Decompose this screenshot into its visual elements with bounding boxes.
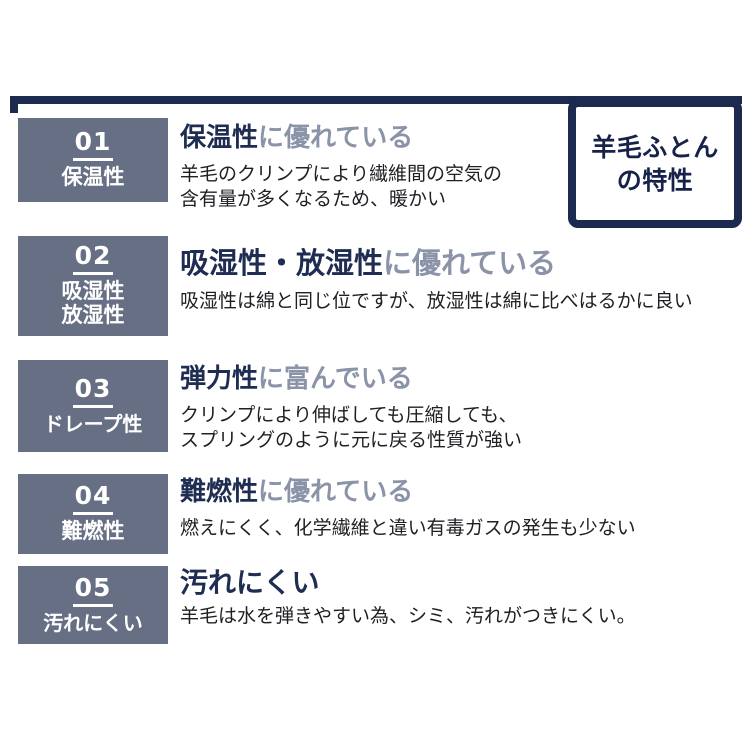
feature-heading-sub-2: に優れている — [383, 246, 557, 280]
feature-content-5: 汚れにくい 羊毛は水を弾きやすい為、シミ、汚れがつきにくい。 — [180, 566, 744, 629]
feature-heading-sub-4: に優れている — [258, 477, 414, 507]
title-line-1: 羊毛ふとん — [591, 132, 719, 162]
feature-heading-2: 吸湿性・放湿性に優れている — [180, 246, 744, 280]
feature-desc-4-line1: 燃えにくく、化学繊維と違い有毒ガスの発生も少ない — [180, 516, 636, 539]
feature-number-4: 04 — [72, 483, 114, 516]
top-divider-left-stub — [10, 96, 18, 113]
feature-badge-label-4-line1: 難燃性 — [61, 519, 125, 544]
feature-badge-5: 05 汚れにくい — [18, 566, 168, 644]
title-box: 羊毛ふとん の特性 — [568, 99, 742, 228]
feature-content-3: 弾力性に富んでいる クリンプにより伸ばしても圧縮しても、 スプリングのように元に… — [180, 364, 744, 453]
feature-content-4: 難燃性に優れている 燃えにくく、化学繊維と違い有毒ガスの発生も少ない — [180, 477, 744, 541]
feature-desc-3: クリンプにより伸ばしても圧縮しても、 スプリングのように元に戻る性質が強い — [180, 403, 744, 454]
feature-desc-3-line2: スプリングのように元に戻る性質が強い — [180, 428, 523, 451]
feature-badge-4: 04 難燃性 — [18, 474, 168, 554]
feature-number-1: 01 — [72, 129, 114, 162]
feature-badge-label-2: 吸湿性 放湿性 — [61, 279, 125, 328]
feature-heading-3: 弾力性に富んでいる — [180, 364, 744, 395]
feature-number-3: 03 — [72, 375, 114, 408]
feature-desc-3-line1: クリンプにより伸ばしても圧縮しても、 — [180, 403, 518, 426]
feature-badge-2: 02 吸湿性 放湿性 — [18, 236, 168, 336]
feature-heading-main-1: 保温性 — [180, 123, 259, 153]
feature-badge-label-3-line1: ドレープ性 — [43, 411, 143, 436]
feature-desc-2-line1: 吸湿性は綿と同じ位ですが、放湿性は綿に比べはるかに良い — [180, 290, 693, 313]
feature-badge-1: 01 保温性 — [18, 118, 168, 202]
feature-desc-1: 羊毛のクリンプにより繊維間の空気の 含有量が多くなるため、暖かい — [180, 162, 744, 213]
feature-heading-main-5: 汚れにくい — [180, 566, 320, 599]
feature-badge-label-2-line2: 放湿性 — [61, 303, 125, 327]
feature-heading-sub-1: に優れている — [258, 123, 414, 153]
feature-content-1: 保温性に優れている 羊毛のクリンプにより繊維間の空気の 含有量が多くなるため、暖… — [180, 123, 744, 212]
title-line-2: の特性 — [616, 165, 694, 195]
feature-heading-4: 難燃性に優れている — [180, 477, 744, 508]
feature-badge-3: 03 ドレープ性 — [18, 360, 168, 452]
feature-heading-5: 汚れにくい — [180, 566, 744, 599]
feature-desc-4: 燃えにくく、化学繊維と違い有毒ガスの発生も少ない — [180, 516, 744, 541]
feature-badge-label-3: ドレープ性 — [43, 411, 143, 436]
feature-desc-1-line2: 含有量が多くなるため、暖かい — [180, 187, 447, 210]
feature-number-5: 05 — [72, 574, 114, 607]
feature-heading-main-4: 難燃性 — [180, 477, 259, 507]
feature-badge-label-5-line1: 汚れにくい — [43, 610, 143, 635]
feature-desc-5-line1: 羊毛は水を弾きやすい為、シミ、汚れがつきにくい。 — [180, 605, 636, 628]
top-divider-bar — [10, 96, 742, 104]
feature-badge-label-4: 難燃性 — [61, 519, 125, 544]
feature-desc-5: 羊毛は水を弾きやすい為、シミ、汚れがつきにくい。 — [180, 604, 744, 629]
feature-heading-1: 保温性に優れている — [180, 123, 744, 154]
feature-content-2: 吸湿性・放湿性に優れている 吸湿性は綿と同じ位ですが、放湿性は綿に比べはるかに良… — [180, 246, 744, 314]
feature-badge-label-1-line1: 保温性 — [61, 165, 125, 190]
feature-desc-2: 吸湿性は綿と同じ位ですが、放湿性は綿に比べはるかに良い — [180, 289, 744, 314]
feature-heading-sub-3: に富んでいる — [258, 364, 413, 394]
feature-badge-label-5: 汚れにくい — [43, 610, 143, 635]
feature-number-2: 02 — [72, 243, 114, 276]
feature-heading-main-3: 弾力性 — [180, 364, 259, 394]
feature-badge-label-1: 保温性 — [61, 165, 125, 190]
feature-desc-1-line1: 羊毛のクリンプにより繊維間の空気の — [180, 162, 503, 185]
feature-heading-main-2: 吸湿性・放湿性 — [180, 246, 384, 280]
feature-badge-label-2-line1: 吸湿性 — [61, 279, 125, 304]
